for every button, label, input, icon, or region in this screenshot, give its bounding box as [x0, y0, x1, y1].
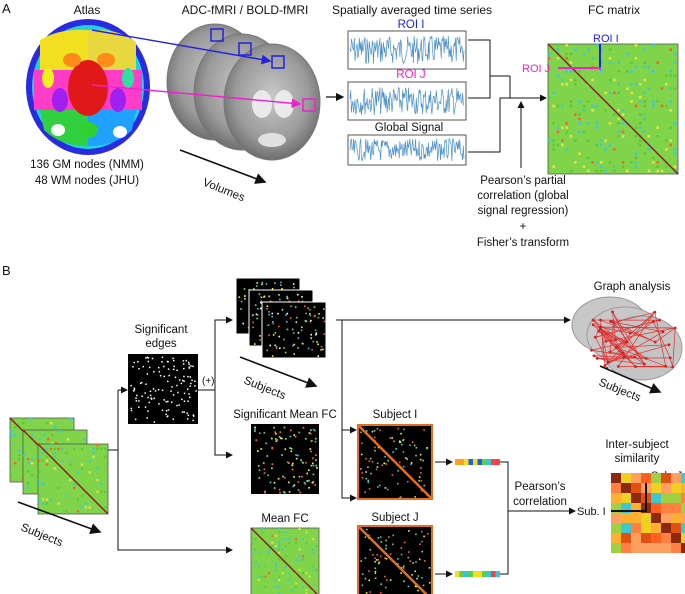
roi-i-link — [91, 29, 272, 65]
sig-edges-label-2: edges — [145, 338, 177, 350]
left-connectors — [108, 390, 230, 551]
subject-fc-stack — [9, 417, 109, 515]
fisher-text: Fisher’s transform — [477, 237, 569, 249]
pearson-text-3: signal regression) — [478, 205, 569, 217]
subjects-left-arrow — [17, 501, 102, 534]
fmri-title: ADC-fMRI / BOLD-fMRI — [182, 3, 309, 17]
roi-i-series — [349, 35, 465, 65]
to-subject-connectors — [341, 320, 350, 499]
subject-i-vector — [455, 459, 500, 465]
subject-j-label: Subject J — [371, 512, 418, 524]
subject-i-matrix — [357, 424, 433, 500]
graph-brains — [571, 296, 683, 381]
pearson-text-2: correlation (global — [477, 190, 568, 202]
roi-j-series — [349, 86, 465, 116]
atlas-brain — [26, 19, 150, 155]
pearson-b-2: correlation — [513, 496, 567, 508]
inter-subject-label-2: similarity — [615, 453, 660, 465]
sig-edges-matrix — [128, 354, 198, 424]
subjects-right-arrow — [599, 365, 662, 394]
atlas-title: Atlas — [74, 3, 101, 17]
sub-markers — [611, 483, 647, 512]
fc-roi-i-label: ROI I — [593, 33, 619, 45]
sig-mean-fc-label: Significant Mean FC — [233, 409, 337, 421]
plus-sign: + — [520, 221, 527, 233]
global-signal-series — [349, 138, 465, 162]
pearson-b-1: Pearson’s — [515, 481, 566, 493]
fmri-volumes — [166, 23, 321, 161]
global-signal-label: Global Signal — [375, 122, 443, 134]
volumes-label: Volumes — [201, 177, 247, 205]
mean-fc-matrix — [250, 527, 320, 594]
fc-matrix-title: FC matrix — [588, 3, 640, 17]
subject-i-label: Subject I — [373, 409, 418, 421]
subject-j-matrix — [357, 525, 433, 594]
volumes-arrow — [179, 149, 267, 184]
subject-j-vector — [455, 571, 500, 577]
graph-edges — [590, 310, 677, 370]
atlas-wm-nodes: 48 WM nodes (JHU) — [35, 175, 139, 187]
sub-i-label: Sub. I — [577, 506, 606, 518]
merge-lines — [468, 39, 545, 153]
roi-j-label: ROI J — [396, 69, 425, 81]
sig-mean-fc-matrix — [251, 424, 319, 494]
timeseries-title: Spatially averaged time series — [332, 3, 492, 17]
subjects-mid-arrow — [239, 356, 318, 388]
subjects-left-label: Subjects — [19, 522, 65, 550]
sig-connectors — [198, 319, 228, 456]
panel-b-letter: B — [2, 263, 11, 278]
fc-roi-j-label: ROI J — [522, 63, 550, 75]
masked-subject-stack — [235, 277, 327, 359]
inter-subject-label-1: Inter-subject — [605, 439, 669, 451]
plus-mark: (+) — [202, 376, 215, 387]
sig-edges-label-1: Significant — [134, 324, 188, 336]
vector-connectors — [500, 461, 509, 575]
similarity-matrix — [611, 473, 685, 553]
atlas-gm-nodes: 136 GM nodes (NMM) — [30, 159, 144, 171]
fc-roi-j-marker — [558, 67, 601, 70]
fc-matrix — [547, 43, 679, 175]
subjects-mid-label: Subjects — [242, 375, 288, 403]
graph-analysis-label: Graph analysis — [594, 281, 671, 293]
roi-i-label: ROI I — [398, 19, 425, 31]
mean-fc-label: Mean FC — [261, 513, 308, 525]
panel-a-letter: A — [2, 1, 11, 16]
roi-j-link — [91, 84, 302, 109]
pearson-text-1: Pearson’s partial — [480, 175, 565, 187]
